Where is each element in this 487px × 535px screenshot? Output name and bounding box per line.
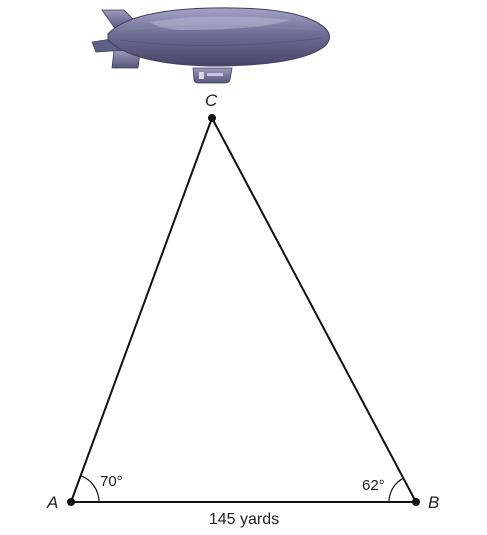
angle-label-b: 62° <box>362 477 385 494</box>
blimp-gondola-window <box>207 73 223 76</box>
angle-arc-a <box>80 475 100 503</box>
blimp-seam <box>119 37 323 46</box>
vertex-label-c: C <box>205 91 218 110</box>
side-label-ab: 145 yards <box>209 511 279 528</box>
vertex-dot-a <box>67 498 75 506</box>
vertex-label-b: B <box>428 493 439 512</box>
vertex-dot-c <box>208 114 216 122</box>
vertex-dot-b <box>412 498 420 506</box>
blimp-seam <box>117 25 323 31</box>
blimp-gondola-window <box>199 72 204 79</box>
side-bc <box>211 117 417 503</box>
angle-arc-b <box>388 477 404 503</box>
blimp-icon <box>91 7 330 84</box>
vertex-label-a: A <box>46 493 58 512</box>
side-ac <box>70 117 213 503</box>
angle-label-a: 70° <box>100 473 123 490</box>
